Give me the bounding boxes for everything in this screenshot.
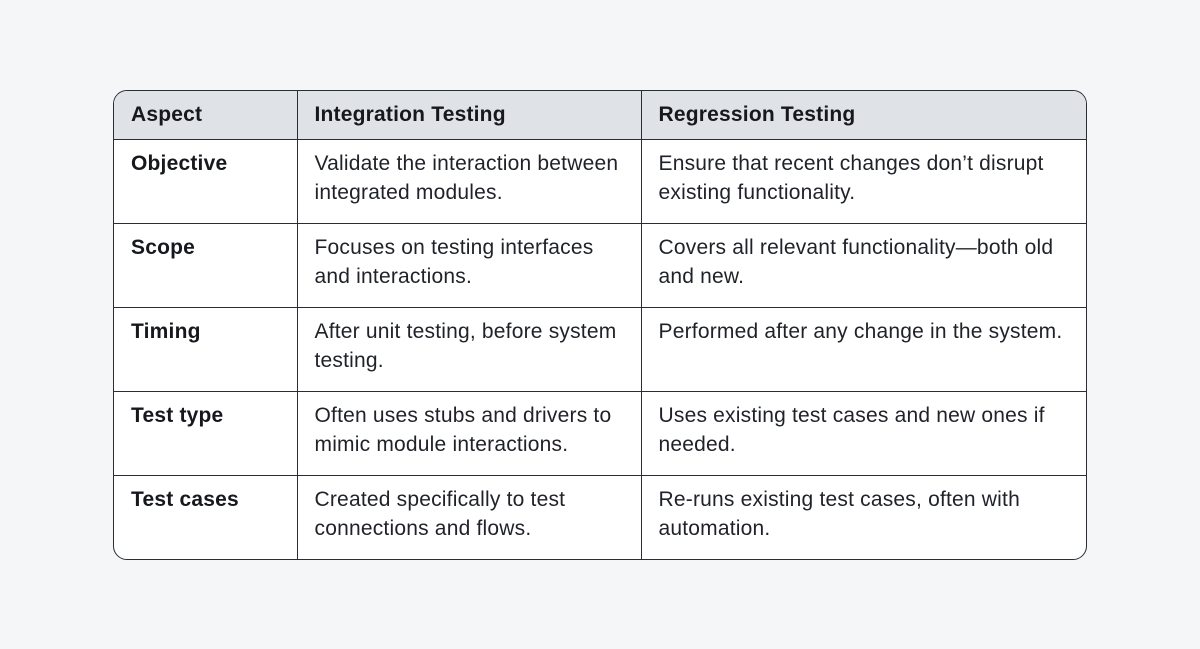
header-aspect: Aspect xyxy=(114,91,298,140)
aspect-cell: Test type xyxy=(114,391,298,476)
comparison-table-grid: Aspect Integration Testing Regression Te… xyxy=(114,91,1086,559)
regression-cell: Ensure that recent changes don’t disrupt… xyxy=(641,139,1086,224)
table-row: Timing After unit testing, before system… xyxy=(114,307,1086,392)
header-regression-testing: Regression Testing xyxy=(641,91,1086,140)
integration-cell: After unit testing, before system testin… xyxy=(297,307,642,392)
table-body: Objective Validate the interaction betwe… xyxy=(114,139,1086,559)
integration-cell: Validate the interaction between integra… xyxy=(297,139,642,224)
table-header: Aspect Integration Testing Regression Te… xyxy=(114,91,1086,140)
integration-cell: Often uses stubs and drivers to mimic mo… xyxy=(297,391,642,476)
header-row: Aspect Integration Testing Regression Te… xyxy=(114,91,1086,140)
table-row: Scope Focuses on testing interfaces and … xyxy=(114,223,1086,308)
integration-cell: Focuses on testing interfaces and intera… xyxy=(297,223,642,308)
table-row: Test cases Created specifically to test … xyxy=(114,475,1086,559)
table-row: Objective Validate the interaction betwe… xyxy=(114,139,1086,224)
header-integration-testing: Integration Testing xyxy=(297,91,642,140)
table-row: Test type Often uses stubs and drivers t… xyxy=(114,391,1086,476)
comparison-table: Aspect Integration Testing Regression Te… xyxy=(113,90,1087,560)
regression-cell: Re-runs existing test cases, often with … xyxy=(658,487,1020,540)
regression-cell: Uses existing test cases and new ones if… xyxy=(641,391,1086,476)
aspect-cell: Scope xyxy=(114,223,298,308)
regression-cell: Performed after any change in the system… xyxy=(641,307,1086,392)
aspect-cell: Test cases xyxy=(114,475,298,559)
aspect-cell: Objective xyxy=(114,139,298,224)
regression-cell: Covers all relevant functionality—both o… xyxy=(641,223,1086,308)
integration-cell: Created specifically to test connections… xyxy=(297,475,642,559)
aspect-cell: Timing xyxy=(114,307,298,392)
